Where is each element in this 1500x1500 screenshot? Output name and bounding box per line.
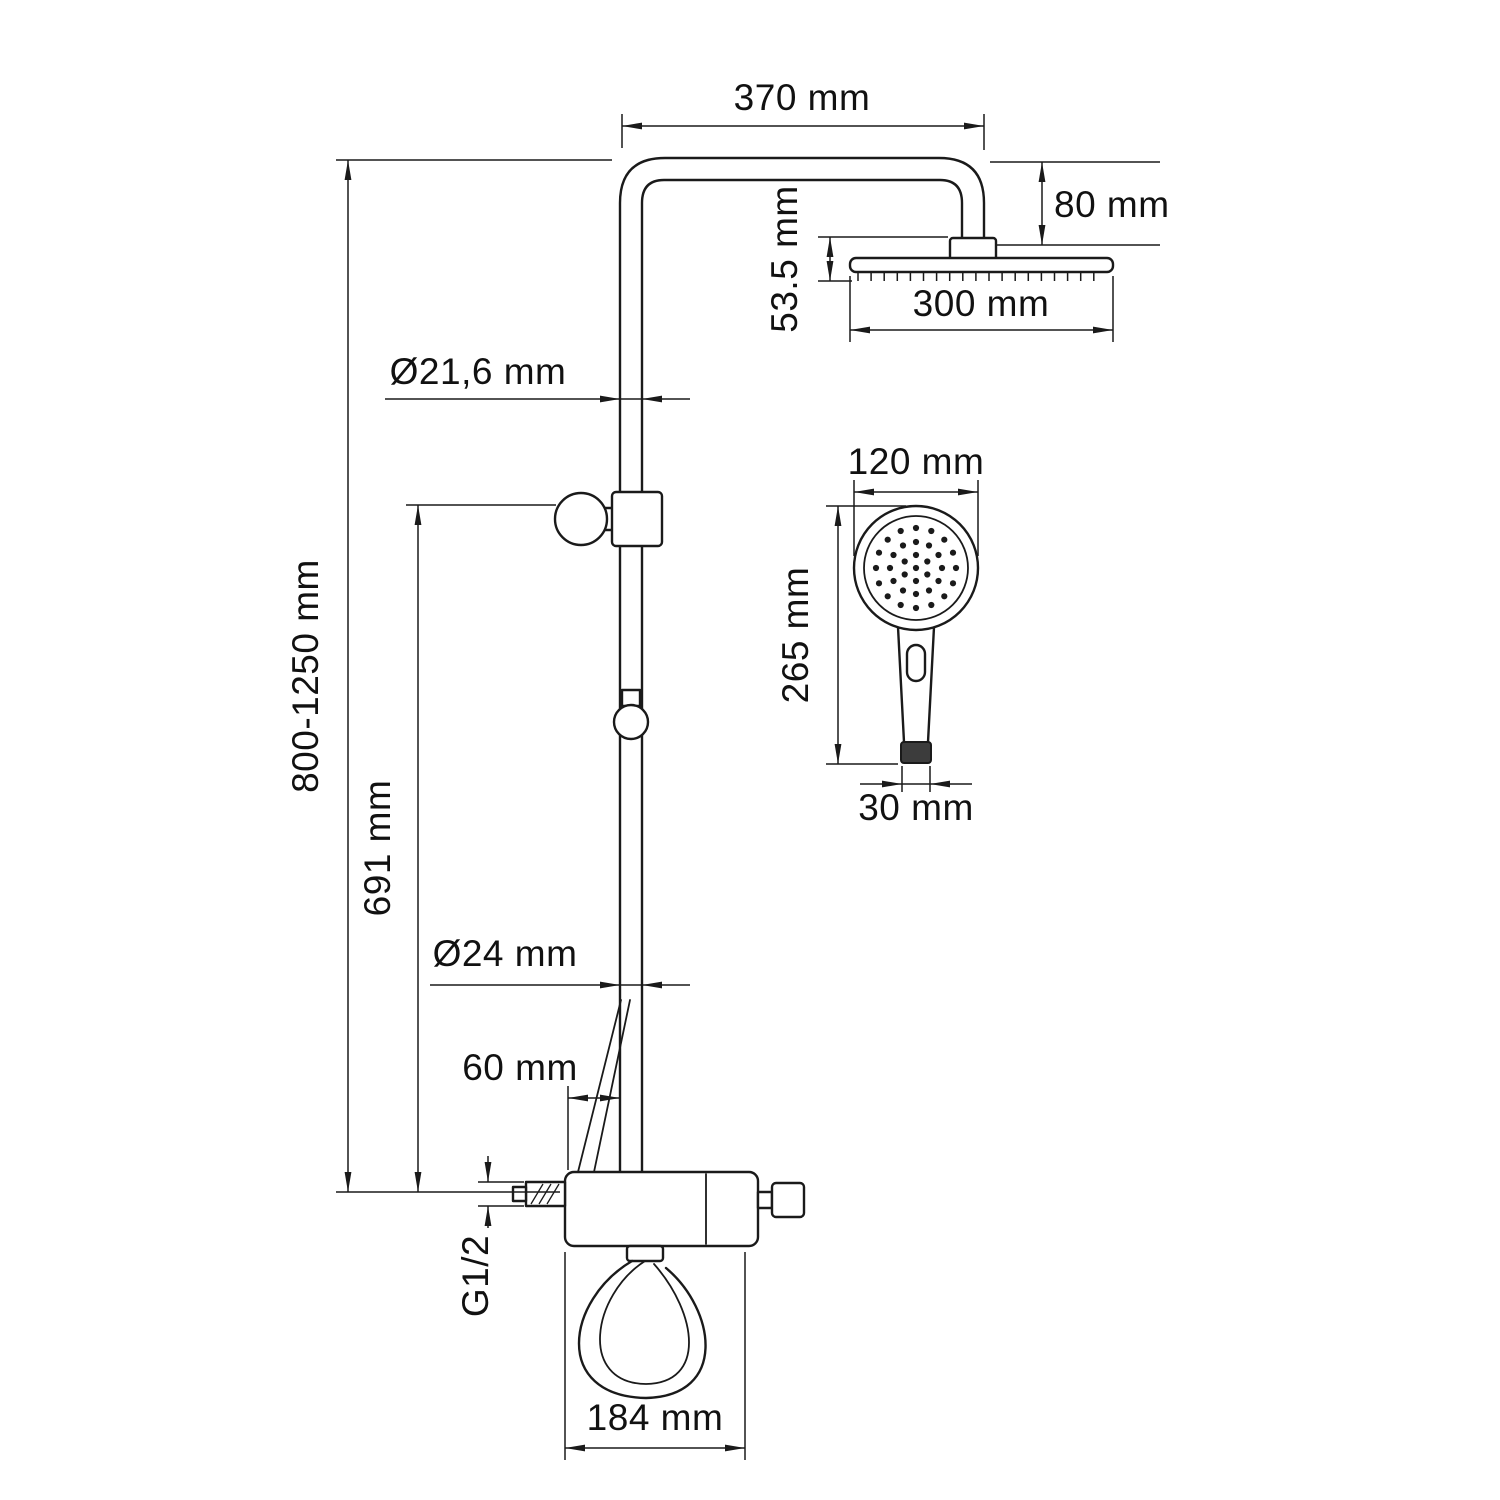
dim-lower-pipe-diameter: Ø24 mm bbox=[430, 933, 690, 989]
diverter-group bbox=[612, 688, 650, 741]
dim-label-mixer-width: 184 mm bbox=[587, 1397, 724, 1438]
dim-label-head-width: 300 mm bbox=[913, 283, 1050, 324]
rain-shower-head-group bbox=[848, 236, 1115, 281]
dim-label-bracket-height: 691 mm bbox=[357, 780, 398, 917]
dim-label-inlet-thread: G1/2 bbox=[455, 1235, 496, 1317]
dim-spout-offset: 60 mm bbox=[462, 1047, 620, 1170]
dim-handshower-diameter: 120 mm bbox=[848, 441, 985, 556]
bracket-knob bbox=[553, 491, 609, 547]
dim-label-handshower-length: 265 mm bbox=[775, 567, 816, 704]
dim-label-handshower-outlet: 30 mm bbox=[858, 787, 974, 828]
hand-shower-mode-button bbox=[905, 643, 927, 683]
dim-upper-pipe-diameter: Ø21,6 mm bbox=[385, 351, 690, 403]
dim-bracket-height: 691 mm bbox=[357, 504, 556, 1192]
dim-label-spout-offset: 60 mm bbox=[462, 1047, 578, 1088]
mixer-body bbox=[563, 1170, 760, 1248]
dim-total-height-ext bbox=[336, 159, 612, 1193]
rain-head-nozzles bbox=[857, 272, 1095, 281]
arm-connector bbox=[948, 236, 998, 262]
dim-head-thickness-ext bbox=[818, 236, 948, 282]
dim-arm-reach: 370 mm bbox=[621, 77, 985, 150]
spray-nozzles bbox=[872, 524, 960, 612]
dim-label-lower-pipe-diameter: Ø24 mm bbox=[433, 933, 578, 974]
hand-shower-group bbox=[852, 504, 980, 764]
mixer-group bbox=[511, 1170, 806, 1400]
inlet-fitting-hatch bbox=[530, 1183, 560, 1205]
wall-bracket-group bbox=[553, 490, 664, 548]
diverter-knob bbox=[612, 703, 650, 741]
dim-handshower-outlet-ext bbox=[901, 766, 931, 792]
dim-handshower-length: 265 mm bbox=[775, 505, 906, 765]
dim-total-height: 800-1250 mm bbox=[285, 159, 612, 1193]
dim-label-head-drop: 80 mm bbox=[1054, 184, 1170, 225]
dim-inlet-thread: G1/2 bbox=[455, 1156, 524, 1317]
dim-label-head-thickness: 53.5 mm bbox=[764, 185, 805, 332]
diverter-stem bbox=[620, 688, 642, 708]
dim-label-arm-reach: 370 mm bbox=[734, 77, 871, 118]
dim-label-handshower-diameter: 120 mm bbox=[848, 441, 985, 482]
shower-hose-inner bbox=[599, 1260, 690, 1385]
dim-mixer-width: 184 mm bbox=[564, 1252, 746, 1460]
shower-column bbox=[577, 156, 986, 1174]
hose-behind-column bbox=[577, 999, 631, 1173]
riser-pipe-inner-edge bbox=[640, 178, 964, 1174]
dim-mixer-width-ext bbox=[564, 1252, 746, 1460]
hose-nut bbox=[625, 1244, 665, 1263]
dim-head-drop-ext bbox=[990, 161, 1160, 246]
hand-shower-outlet-cap bbox=[900, 741, 932, 764]
riser-pipe-outer-edge bbox=[618, 156, 986, 1174]
hand-shower-handle-sides bbox=[896, 625, 936, 744]
wall-bracket bbox=[610, 490, 664, 548]
mixer-handle bbox=[770, 1181, 806, 1219]
dim-label-total-height: 800-1250 mm bbox=[285, 559, 326, 793]
dim-head-width: 300 mm bbox=[849, 276, 1114, 342]
rain-shower-head bbox=[848, 256, 1115, 274]
mixer-handle-stem bbox=[756, 1190, 774, 1210]
dim-label-upper-pipe-diameter: Ø21,6 mm bbox=[390, 351, 567, 392]
dim-arm-reach-ext bbox=[621, 114, 985, 150]
hand-shower-face bbox=[863, 515, 969, 621]
shower-hose-outer bbox=[578, 1259, 707, 1400]
dim-handshower-outlet: 30 mm bbox=[858, 766, 974, 828]
dim-head-thickness: 53.5 mm bbox=[764, 185, 948, 333]
dim-head-drop: 80 mm bbox=[990, 161, 1170, 246]
inlet-screw bbox=[511, 1185, 528, 1203]
